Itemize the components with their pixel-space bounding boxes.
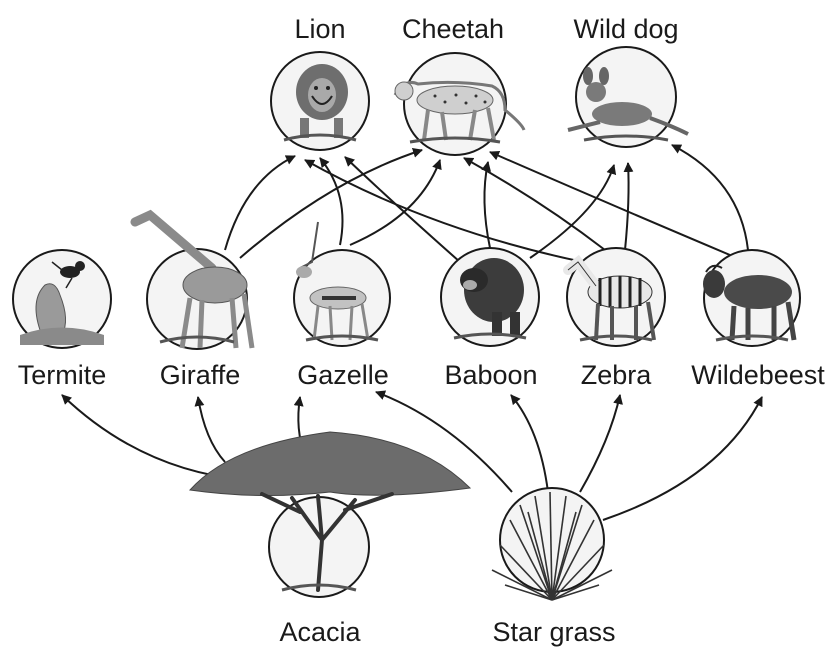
label-acacia: Acacia [279, 619, 360, 646]
label-gazelle: Gazelle [297, 362, 389, 389]
arrow-stargrass-to-zebra [580, 395, 620, 492]
label-baboon: Baboon [444, 362, 537, 389]
label-giraffe: Giraffe [160, 362, 241, 389]
node-baboon [441, 248, 539, 346]
node-giraffe [135, 215, 252, 349]
label-star-grass: Star grass [492, 619, 615, 646]
node-acacia [190, 432, 470, 597]
arrow-stargrass-to-wildebeest [603, 397, 762, 520]
arrow-baboon-to-lion [345, 157, 460, 262]
node-wildebeest [703, 250, 800, 346]
arrow-wildebeest-to-cheetah [490, 152, 730, 255]
arrow-zebra-to-wild-dog [625, 163, 629, 250]
node-gazelle [294, 222, 390, 346]
arrow-giraffe-to-lion [225, 156, 295, 250]
node-lion [271, 52, 369, 150]
label-wildebeest: Wildebeest [691, 362, 825, 389]
arrow-baboon-to-wild-dog [530, 165, 614, 258]
node-zebra [567, 248, 665, 346]
node-cheetah [395, 53, 524, 155]
node-wild-dog [568, 47, 688, 147]
node-star-grass [492, 488, 612, 600]
label-lion: Lion [294, 16, 345, 43]
label-termite: Termite [18, 362, 107, 389]
label-zebra: Zebra [581, 362, 652, 389]
label-cheetah: Cheetah [402, 16, 504, 43]
arrow-acacia-to-giraffe [198, 397, 225, 462]
node-termite [13, 250, 111, 348]
label-wild-dog: Wild dog [573, 16, 678, 43]
arrow-stargrass-to-baboon [511, 395, 548, 492]
arrow-baboon-to-cheetah [484, 162, 490, 248]
